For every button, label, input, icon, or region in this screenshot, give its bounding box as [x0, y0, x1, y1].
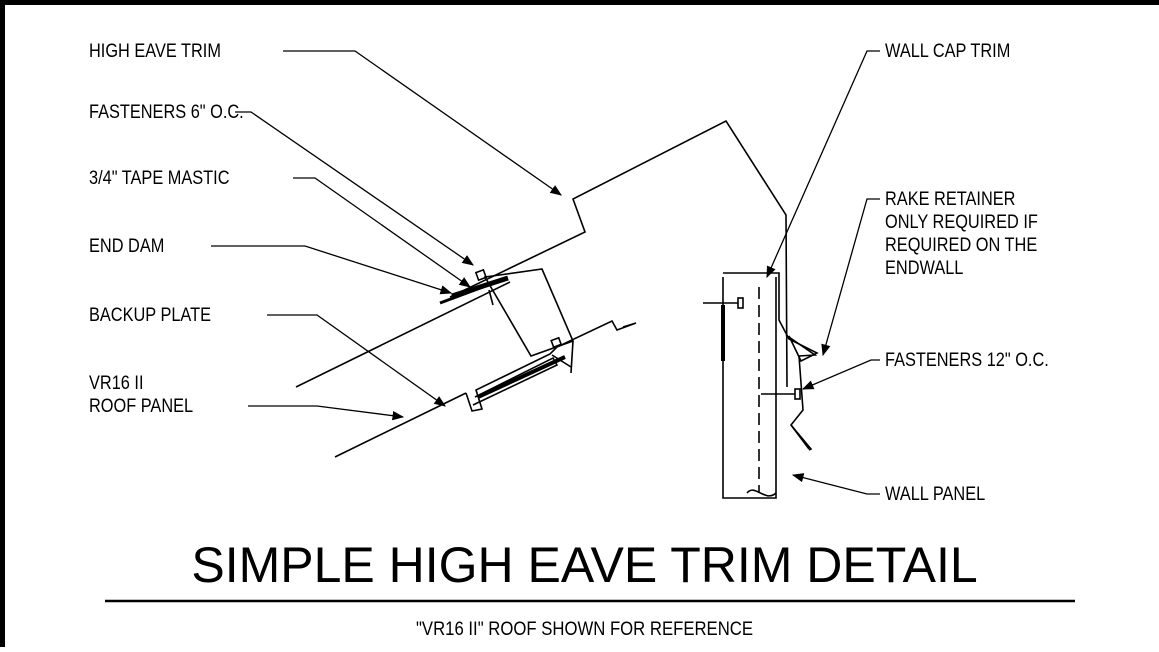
- label-rake-retainer-1: RAKE RETAINER: [885, 189, 1016, 210]
- label-wall-panel: WALL PANEL: [885, 484, 986, 505]
- leader-roof-panel: [248, 405, 405, 421]
- leader-wall-panel: [791, 473, 880, 495]
- end-dam-flange: [439, 285, 484, 305]
- label-high-eave-trim: HIGH EAVE TRIM: [89, 41, 221, 62]
- leader-high-eave: [283, 50, 562, 196]
- leader-end-dam: [211, 245, 453, 295]
- label-tape-mastic: 3/4" TAPE MASTIC: [89, 168, 230, 189]
- fastener-12: [794, 388, 801, 400]
- label-roof-panel-line1: VR16 II: [89, 373, 144, 394]
- detail-title: SIMPLE HIGH EAVE TRIM DETAIL: [191, 537, 978, 593]
- label-fasteners-12: FASTENERS 12" O.C.: [885, 350, 1049, 371]
- label-roof-panel-line2: ROOF PANEL: [89, 396, 194, 417]
- wall-panel-break: [746, 489, 777, 497]
- fastener-wall-left: [737, 297, 744, 309]
- label-backup-plate: BACKUP PLATE: [89, 305, 211, 326]
- label-rake-retainer-4: ENDWALL: [885, 258, 964, 279]
- label-rake-retainer-2: ONLY REQUIRED IF: [885, 212, 1038, 233]
- label-fasteners-6: FASTENERS 6" O.C.: [89, 102, 244, 123]
- roof-panel-bottom-line: [334, 392, 467, 458]
- leader-fasteners-6: [235, 111, 474, 266]
- leader-backup-plate: [267, 314, 446, 407]
- wall-cap-trim-inner: [722, 277, 777, 499]
- wall-cap-trim: [723, 272, 819, 363]
- label-wall-cap-trim: WALL CAP TRIM: [885, 41, 1011, 62]
- leader-wall-cap: [766, 50, 880, 279]
- detail-drawing: [105, 50, 1075, 603]
- high-eave-trim: [449, 119, 788, 388]
- end-dam-tick2: [488, 289, 494, 306]
- leader-tape-mastic: [293, 177, 471, 288]
- roof-panel-top-line: [295, 281, 511, 388]
- leader-fasteners-12: [801, 359, 880, 390]
- label-rake-retainer-3: REQUIRED ON THE: [885, 235, 1038, 256]
- rake-retainer-lip: [790, 424, 813, 451]
- label-end-dam: END DAM: [89, 236, 165, 257]
- detail-subtitle: "VR16 II" ROOF SHOWN FOR REFERENCE: [415, 619, 754, 640]
- leader-rake-retainer: [821, 198, 880, 357]
- roof-panel-profile: [465, 319, 637, 412]
- end-dam-tick: [551, 354, 572, 368]
- backup-plate-dark: [477, 355, 566, 399]
- fastener-backup: [550, 336, 563, 349]
- end-dam-lower: [570, 340, 574, 374]
- fastener-6: [474, 268, 488, 282]
